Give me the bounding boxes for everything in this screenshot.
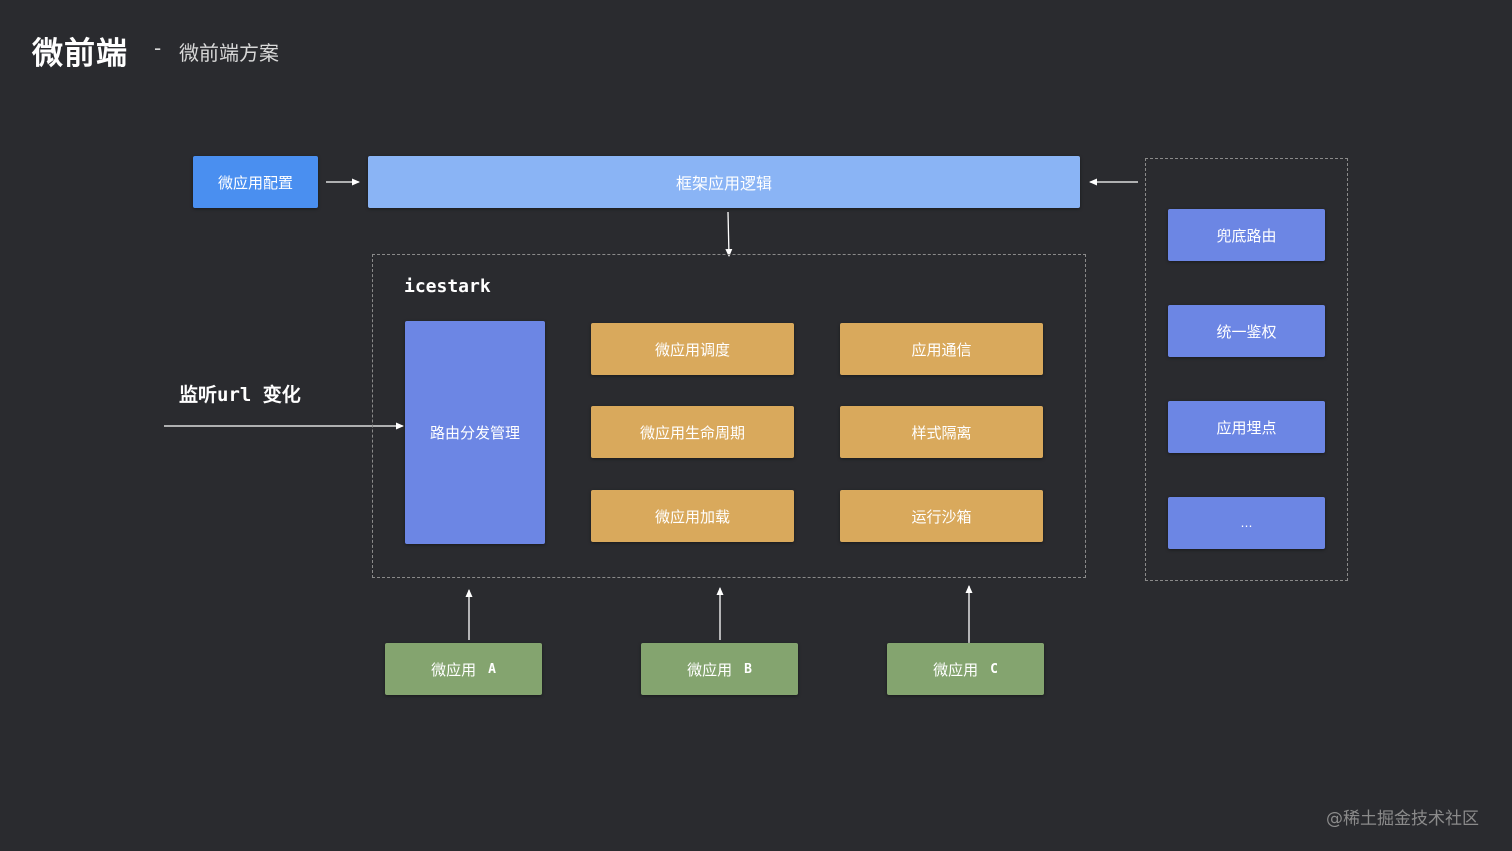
micro-app-a-letter: A: [488, 661, 496, 677]
micro-app-c-box: 微应用 C: [887, 643, 1044, 695]
module-communication: 应用通信: [840, 323, 1043, 375]
micro-app-a-name: 微应用: [431, 660, 477, 679]
module-lifecycle: 微应用生命周期: [591, 406, 794, 458]
micro-app-b-letter: B: [744, 661, 752, 677]
right-panel-container: [1145, 158, 1348, 581]
page-title: 微前端: [32, 36, 128, 72]
module-sandbox: 运行沙箱: [840, 490, 1043, 542]
fallback-route-box: 兜底路由: [1168, 209, 1325, 261]
page-subtitle: 微前端方案: [179, 41, 279, 65]
icestark-label: icestark: [404, 276, 491, 297]
micro-app-config-box: 微应用配置: [193, 156, 318, 208]
arrow-framework-to-icestark: [725, 211, 733, 257]
module-scheduling: 微应用调度: [591, 323, 794, 375]
icestark-container: [372, 254, 1086, 578]
micro-app-c-letter: C: [990, 661, 998, 677]
listen-url-label: 监听url 变化: [179, 384, 301, 406]
micro-app-c-name: 微应用: [933, 660, 979, 679]
app-tracking-box: 应用埋点: [1168, 401, 1325, 453]
micro-app-b-box: 微应用 B: [641, 643, 798, 695]
micro-app-a-box: 微应用 A: [385, 643, 542, 695]
micro-app-b-name: 微应用: [687, 660, 733, 679]
title-separator: -: [154, 36, 162, 60]
unified-auth-box: 统一鉴权: [1168, 305, 1325, 357]
watermark: @稀土掘金技术社区: [1326, 809, 1479, 829]
router-dispatch-box: 路由分发管理: [405, 321, 545, 544]
framework-logic-box: 框架应用逻辑: [368, 156, 1080, 208]
module-style-isolation: 样式隔离: [840, 406, 1043, 458]
more-items-box: …: [1168, 497, 1325, 549]
module-loading: 微应用加载: [591, 490, 794, 542]
